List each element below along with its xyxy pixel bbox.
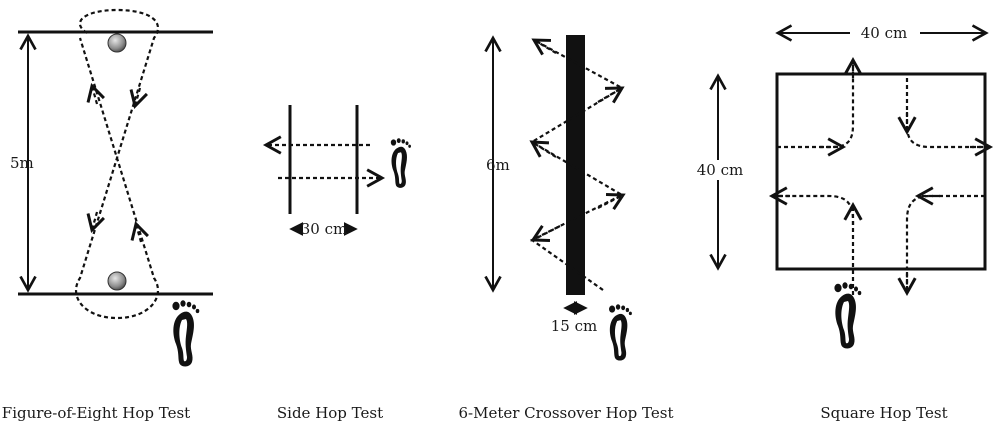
cone-ball-icon [107,271,127,291]
caption: Side Hop Test [277,404,383,422]
footprint-icon [390,138,411,188]
hop-path [772,194,855,295]
footprint-icon [834,282,862,349]
direction-arrow [597,86,625,104]
figure-eight-path [74,8,160,320]
zigzag-hop-path [529,39,625,291]
caption: Square Hop Test [820,404,947,422]
distance-label: 5m [10,154,34,172]
cone-ball-icon [107,33,127,53]
direction-arrow [129,87,148,109]
footprint-icon [172,300,200,367]
direction-arrow [529,140,557,158]
height-label: 40 cm [697,161,743,179]
square-outline [775,72,987,271]
caption: 6-Meter Crossover Hop Test [458,404,673,422]
width-label: 30 cm [301,220,347,238]
direction-arrow [597,193,626,210]
distance-label: 6m [486,156,510,174]
direction-arrow [130,221,149,243]
direction-arrow [530,225,561,242]
strip-label: 15 cm [551,317,597,335]
width-label: 40 cm [861,24,907,42]
hop-path [905,78,990,149]
direction-arrow [86,83,105,105]
caption: Figure-of-Eight Hop Test [2,404,190,422]
direction-arrow [531,38,557,56]
hop-path [905,194,985,292]
figure-eight-panel: 5m Figure-of-Eight Hop Test [2,8,213,422]
hop-path [777,60,855,149]
footprint-icon [609,304,632,361]
crossover-panel: 6m 15 cm 6-Meter Crossover Hop Test [458,35,674,422]
center-strip [566,35,585,295]
square-hop-panel: 40 cm 40 cm Square Hop Test [692,22,994,422]
direction-arrow [86,211,105,233]
side-hop-panel: 30 cm Side Hop Test [262,105,411,422]
